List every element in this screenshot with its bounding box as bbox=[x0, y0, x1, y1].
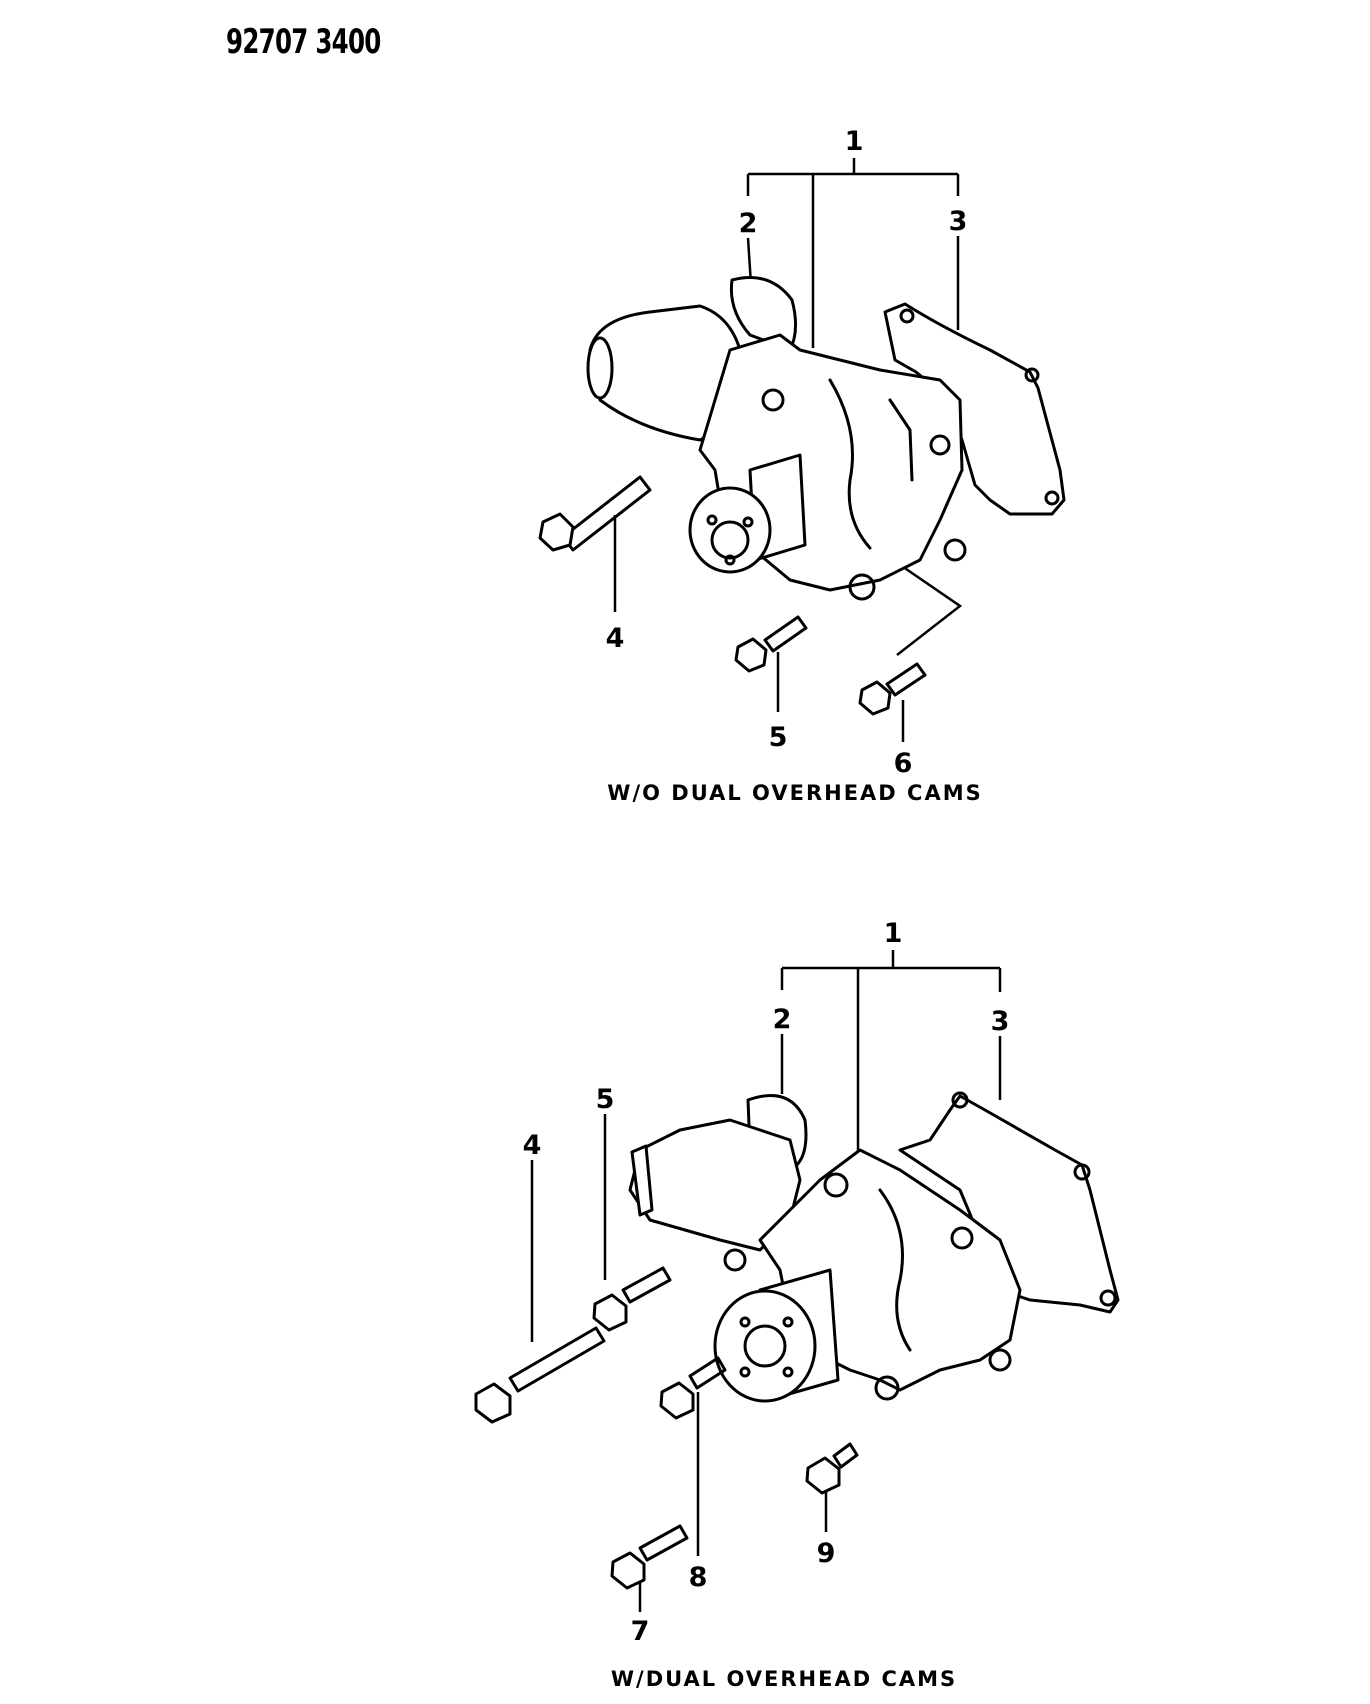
callout-5-dohc: 5 bbox=[596, 1084, 615, 1115]
bolt-6 bbox=[858, 662, 927, 716]
bolt-9-dohc bbox=[805, 1442, 859, 1495]
callout-1-dohc: 1 bbox=[884, 918, 903, 949]
callout-4-dohc: 4 bbox=[523, 1130, 542, 1161]
bolt-5 bbox=[734, 615, 808, 673]
gasket bbox=[883, 302, 1066, 516]
bolt-4-dohc bbox=[474, 1326, 606, 1424]
callout-6: 6 bbox=[894, 748, 913, 779]
callout-9-dohc: 9 bbox=[817, 1538, 836, 1569]
leader-6-bend bbox=[892, 558, 963, 656]
bolt-8-dohc bbox=[659, 1356, 727, 1420]
callout-3-dohc: 3 bbox=[991, 1006, 1010, 1037]
view-with-dohc: 1 2 3 4 5 7 8 9 W/DUAL OVERHEAD CAMS bbox=[474, 918, 1120, 1691]
callout-1-bracket-dohc bbox=[780, 950, 1002, 1160]
seal-ring bbox=[729, 276, 797, 352]
bolt-4 bbox=[538, 475, 652, 552]
callout-7-dohc: 7 bbox=[631, 1616, 650, 1647]
water-pump bbox=[586, 304, 967, 601]
caption-without-dohc: W/O DUAL OVERHEAD CAMS bbox=[607, 781, 982, 805]
callout-3: 3 bbox=[949, 206, 968, 237]
callout-1: 1 bbox=[845, 126, 864, 157]
water-pump-dohc bbox=[628, 1118, 1022, 1403]
callout-2-dohc: 2 bbox=[773, 1004, 792, 1035]
callout-5: 5 bbox=[769, 722, 788, 753]
caption-with-dohc: W/DUAL OVERHEAD CAMS bbox=[611, 1667, 957, 1691]
diagram-code: 92707 3400 bbox=[226, 22, 381, 62]
view-without-dohc: 1 2 3 4 5 6 W/O DUAL OVERHEAD CAMS bbox=[538, 126, 1066, 805]
callout-8-dohc: 8 bbox=[689, 1562, 708, 1593]
bolt-5-dohc bbox=[592, 1266, 672, 1332]
bolt-7-dohc bbox=[610, 1524, 689, 1590]
callout-1-bracket bbox=[746, 158, 960, 348]
callout-2: 2 bbox=[739, 208, 758, 239]
callout-4: 4 bbox=[606, 623, 625, 654]
